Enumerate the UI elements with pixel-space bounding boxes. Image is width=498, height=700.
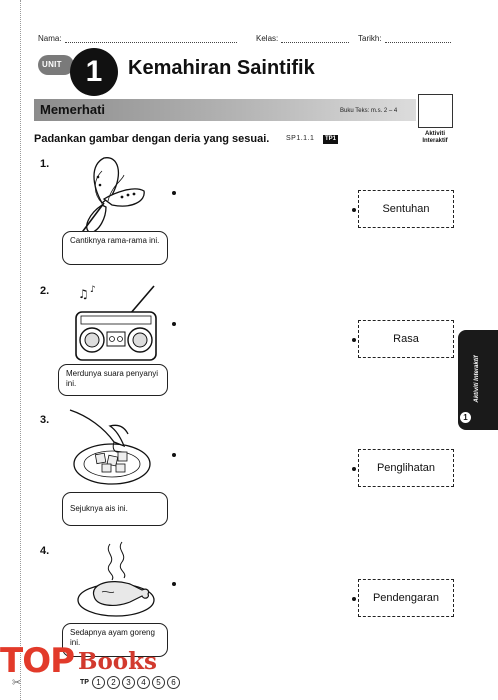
match-dot-left[interactable] (172, 191, 176, 195)
choice-box[interactable]: Rasa (358, 320, 454, 358)
caption-box: Sedapnya ayam goreng ini. (62, 623, 168, 657)
tp-badge: TP1 (323, 135, 339, 144)
question-number: 4. (40, 545, 50, 557)
activity-label: Aktiviti Interaktif (422, 131, 448, 144)
match-dot-right[interactable] (352, 597, 356, 601)
side-tab-label: Aktiviti Interaktif (474, 355, 480, 403)
question-number: 3. (40, 414, 50, 426)
tp-level-circle[interactable]: 1 (92, 676, 105, 689)
butterfly-icon (79, 157, 145, 236)
date-label: Tarikh: (358, 34, 382, 43)
tp-level-circle[interactable]: 6 (167, 676, 180, 689)
watermark-logo-books: Books (78, 648, 158, 675)
qr-code-box[interactable] (418, 94, 453, 128)
name-field[interactable]: Nama: (38, 34, 237, 43)
page-title: Kemahiran Saintifik (128, 57, 315, 79)
date-field[interactable]: Tarikh: (358, 34, 451, 43)
unit-badge (38, 55, 74, 75)
svg-text:♫: ♫ (78, 287, 89, 301)
tp-level-circle[interactable]: 5 (152, 676, 165, 689)
caption-box: Merdunya suara penyanyi ini. (58, 364, 168, 396)
sp-code: SP1.1.1 (286, 135, 315, 142)
tp-scale-label: TP (80, 679, 89, 686)
section-bar (34, 99, 416, 121)
scissors-icon: ✂ (12, 677, 22, 689)
match-dot-left[interactable] (172, 322, 176, 326)
svg-text:♪: ♪ (90, 285, 96, 295)
side-tab-number: 1 (460, 412, 471, 423)
tp-level-circle[interactable]: 4 (137, 676, 150, 689)
question-number: 1. (40, 158, 50, 170)
question-number: 2. (40, 285, 50, 297)
textbook-reference: Buku Teks: m.s. 2 – 4 (340, 108, 398, 114)
class-label: Kelas: (256, 34, 279, 43)
fried-chicken-icon (77, 541, 155, 617)
match-dot-left[interactable] (172, 453, 176, 457)
match-dot-right[interactable] (352, 467, 356, 471)
radio-icon: ♫ ♪ (75, 285, 157, 361)
choice-box[interactable]: Penglihatan (358, 449, 454, 487)
match-dot-left[interactable] (172, 582, 176, 586)
class-field[interactable]: Kelas: (256, 34, 350, 43)
caption-box: Cantiknya rama-rama ini. (62, 231, 168, 265)
name-label: Nama: (38, 34, 62, 43)
choice-box[interactable]: Sentuhan (358, 190, 454, 228)
choice-box[interactable]: Pendengaran (358, 579, 454, 617)
section-title: Memerhati (40, 102, 106, 117)
caption-box: Sejuknya ais ini. (62, 492, 168, 526)
tp-level-circle[interactable]: 2 (107, 676, 120, 689)
tp-level-circle[interactable]: 3 (122, 676, 135, 689)
unit-badge-label: UNIT (42, 60, 62, 69)
match-dot-right[interactable] (352, 208, 356, 212)
match-dot-right[interactable] (352, 338, 356, 342)
watermark-logo-top: TOP (0, 641, 75, 681)
unit-number: 1 (70, 48, 118, 96)
instruction-text: Padankan gambar dengan deria yang sesuai… (34, 133, 270, 145)
ice-plate-icon (69, 409, 151, 485)
fold-line (20, 0, 21, 700)
